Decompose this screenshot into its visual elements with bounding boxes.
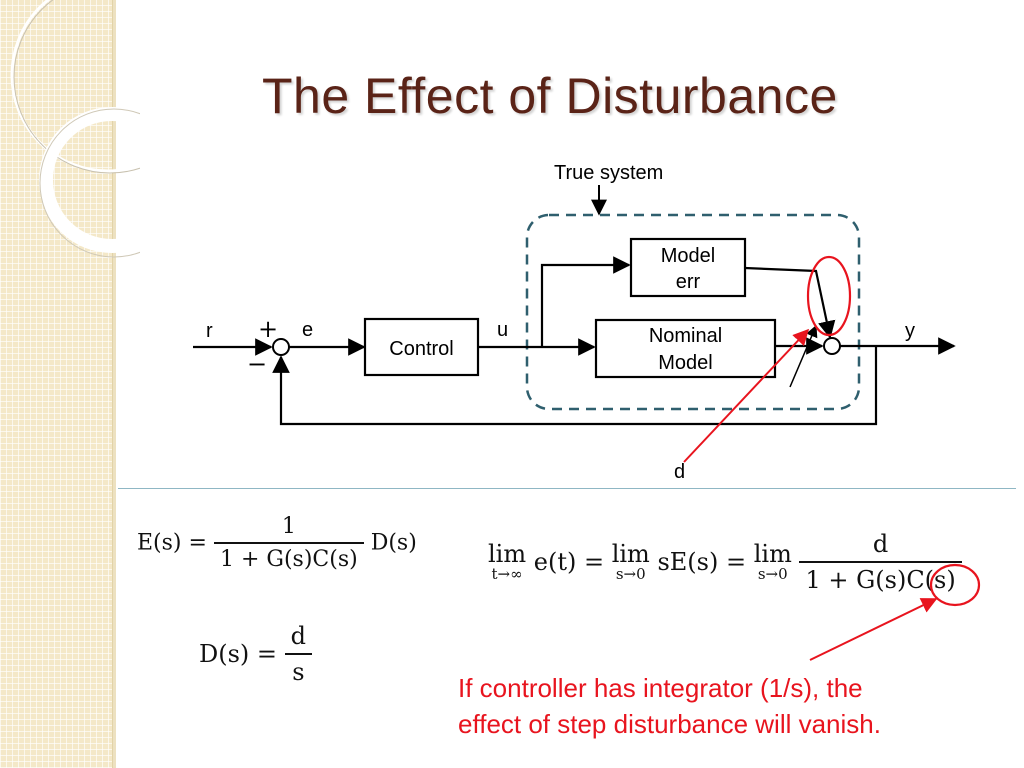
limit-operator-t-text: lim (488, 540, 527, 568)
feedback-path-arrow (272, 346, 878, 426)
error-equation: E(s) = 1 1 + G(s)C(s) D(s) (137, 514, 417, 572)
final-value-equation: lim t→∞ e(t) = lim s→0 sE(s) = lim s→0 d… (488, 530, 962, 594)
decorative-rings (10, 0, 140, 258)
true-system-boundary (525, 213, 861, 411)
integrator-note-line1: If controller has integrator (1/s), the (458, 673, 863, 703)
side-panel-edge (113, 0, 116, 768)
decorative-ring-small-shadow (39, 108, 140, 258)
final-value-denominator: 1 + G(s)C(s) (805, 566, 956, 594)
model-err-label-line2: err (676, 271, 701, 293)
limit-operator-t-subscript: t→∞ (491, 565, 523, 583)
final-value-numerator: d (799, 530, 962, 563)
disturbance-highlight-ellipse (806, 255, 852, 337)
error-equation-lhs: E(s) = (137, 530, 207, 556)
control-block-label: Control (389, 338, 453, 360)
decorative-side-panel (0, 0, 113, 768)
integrator-note: If controller has integrator (1/s), the … (458, 670, 998, 742)
final-value-fraction: d 1 + G(s)C(s) (799, 530, 962, 594)
plus-sign: + (258, 315, 278, 343)
disturbance-pointer-arrow (683, 328, 810, 463)
output-summing-junction (823, 337, 841, 355)
limit-operator-s-first: lim s→0 (612, 542, 650, 582)
disturbance-equation-numerator: d (284, 622, 313, 655)
signal-y-label: y (905, 320, 915, 342)
decorative-ring-small (39, 107, 140, 253)
model-err-label-line1: Model (661, 245, 715, 267)
nominal-model-label-line2: Model (658, 352, 712, 374)
slide-title: The Effect of Disturbance (262, 68, 838, 124)
model-err-block (629, 237, 747, 298)
limit-operator-s-first-subscript: s→0 (615, 565, 646, 583)
integrator-pointer-arrow (809, 598, 938, 661)
minus-sign: − (247, 350, 267, 378)
nominal-model-block (594, 318, 777, 379)
error-equation-fraction: 1 1 + G(s)C(s) (213, 514, 364, 572)
signal-r-label: r (206, 320, 213, 342)
signal-d-label: d (674, 461, 685, 483)
control-block (363, 317, 480, 377)
disturbance-equation-lhs: D(s) = (199, 640, 278, 668)
model-err-branch-arrow (540, 256, 631, 347)
section-divider (118, 488, 1016, 489)
error-summing-junction (272, 338, 290, 356)
limit-operator-s-second-text: lim (753, 540, 792, 568)
model-err-output-arrow (744, 266, 836, 339)
disturbance-equation-fraction: d s (284, 622, 313, 686)
limit-operator-s-second-subscript: s→0 (757, 565, 788, 583)
final-value-s-expression: sE(s) = (657, 548, 747, 576)
integrator-note-line2: effect of step disturbance will vanish. (458, 709, 881, 739)
signal-e-label: e (302, 319, 313, 341)
error-equation-numerator: 1 (213, 514, 364, 544)
limit-operator-s-first-text: lim (611, 540, 650, 568)
limit-operator-s-second: lim s→0 (754, 542, 792, 582)
limit-operator-t: lim t→∞ (488, 542, 526, 582)
disturbance-input-arrow (789, 324, 818, 388)
decorative-ring-large (10, 0, 140, 173)
disturbance-equation: D(s) = d s (199, 622, 313, 686)
error-equation-rhs: D(s) (370, 530, 417, 556)
block-diagram: True system r + − e Control u Model err … (193, 162, 956, 483)
decorative-ring-large-shadow (13, 0, 140, 174)
true-system-label: True system (554, 162, 663, 184)
signal-u-label: u (497, 319, 508, 341)
final-value-time-expression: e(t) = (533, 548, 605, 576)
error-equation-denominator: 1 + G(s)C(s) (219, 547, 358, 572)
disturbance-equation-denominator: s (292, 658, 305, 686)
nominal-model-label-line1: Nominal (649, 325, 722, 347)
